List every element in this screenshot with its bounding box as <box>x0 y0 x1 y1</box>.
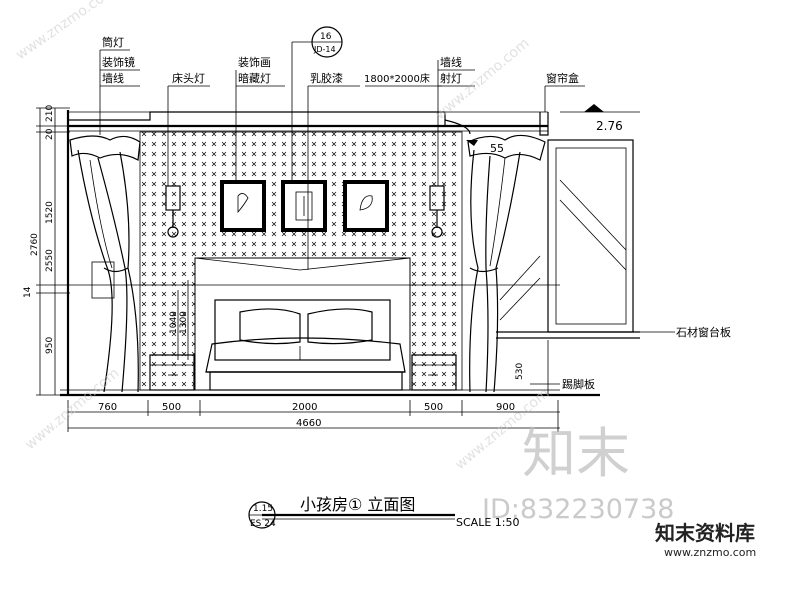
horizontal-dimensions <box>67 400 560 432</box>
left-curtain <box>69 135 141 393</box>
window <box>496 139 640 339</box>
curtain-depth-dim: 55 <box>490 142 504 155</box>
label-wall-line-right: 墙线 <box>440 55 462 69</box>
drawing-scale: SCALE 1:50 <box>456 516 519 529</box>
watermark-url: www.znzmo.com <box>664 546 756 559</box>
detail-callout-top <box>291 26 343 70</box>
label-window-sill: 石材窗台板 <box>676 325 731 339</box>
wall-lamp-left <box>165 185 181 238</box>
dim-v-2550: 2550 <box>45 249 55 272</box>
watermark-brand: 知末 <box>522 422 630 485</box>
label-skirting: 踢脚板 <box>562 377 595 391</box>
dim-2000: 2000 <box>292 402 317 413</box>
dim-v-2760: 2760 <box>30 233 40 256</box>
drawing-title: 小孩房① 立面图 <box>300 495 415 514</box>
dim-v-1520: 1520 <box>45 201 55 224</box>
bed <box>205 308 406 391</box>
level-marker <box>466 104 640 146</box>
leader-lines <box>99 49 675 385</box>
label-decor-ceiling: 装饰镜 <box>102 55 135 69</box>
dim-500-right: 500 <box>424 402 443 413</box>
headboard-panel <box>194 257 411 391</box>
level-value: 2.76 <box>596 119 623 133</box>
dim-v-1040: 1040 <box>169 311 179 334</box>
watermark-site: 知末资料库 <box>655 521 755 545</box>
dim-v-1300: 1300 <box>179 311 189 334</box>
label-bedside-lamp: 床头灯 <box>172 71 205 85</box>
label-bed-size: 1800*2000床 <box>364 72 430 85</box>
callout-top-number: 16 <box>320 32 332 42</box>
nightstand-left <box>149 354 195 391</box>
callout-bottom-ref: ES 24 <box>250 519 276 529</box>
label-ceiling-line: 墙线 <box>102 71 124 85</box>
label-curtain-box: 窗帘盒 <box>546 71 579 85</box>
dim-500-left: 500 <box>162 402 181 413</box>
dim-v-20: 20 <box>45 128 55 140</box>
title-underline <box>248 501 455 529</box>
dim-v-14: 14 <box>23 286 33 298</box>
nightstand-right <box>411 354 457 391</box>
callout-bottom-number: 1.15 <box>253 504 273 514</box>
wall-lamp-right <box>429 185 445 238</box>
label-latex-paint: 乳胶漆 <box>310 71 343 85</box>
dim-v-210: 210 <box>45 105 55 122</box>
watermark-id: ID:832230738 <box>482 494 674 525</box>
dim-760: 760 <box>98 402 117 413</box>
callout-top-ref: JD-14 <box>313 45 336 54</box>
label-hidden-light: 暗藏灯 <box>238 71 271 85</box>
dim-total: 4660 <box>296 418 321 429</box>
dim-v-530: 530 <box>515 363 525 380</box>
label-spot-light: 射灯 <box>440 71 462 85</box>
painting-3 <box>343 180 389 232</box>
painting-2 <box>281 180 327 232</box>
painting-1 <box>220 180 266 232</box>
vertical-dimensions <box>36 107 560 396</box>
dim-900: 900 <box>496 402 515 413</box>
label-decor-painting: 装饰画 <box>238 55 271 69</box>
dim-v-950: 950 <box>45 337 55 354</box>
label-tube-light: 筒灯 <box>102 35 124 49</box>
watermark-url-diag-1: www.znzmo.com <box>13 0 118 63</box>
right-curtain <box>467 134 546 393</box>
